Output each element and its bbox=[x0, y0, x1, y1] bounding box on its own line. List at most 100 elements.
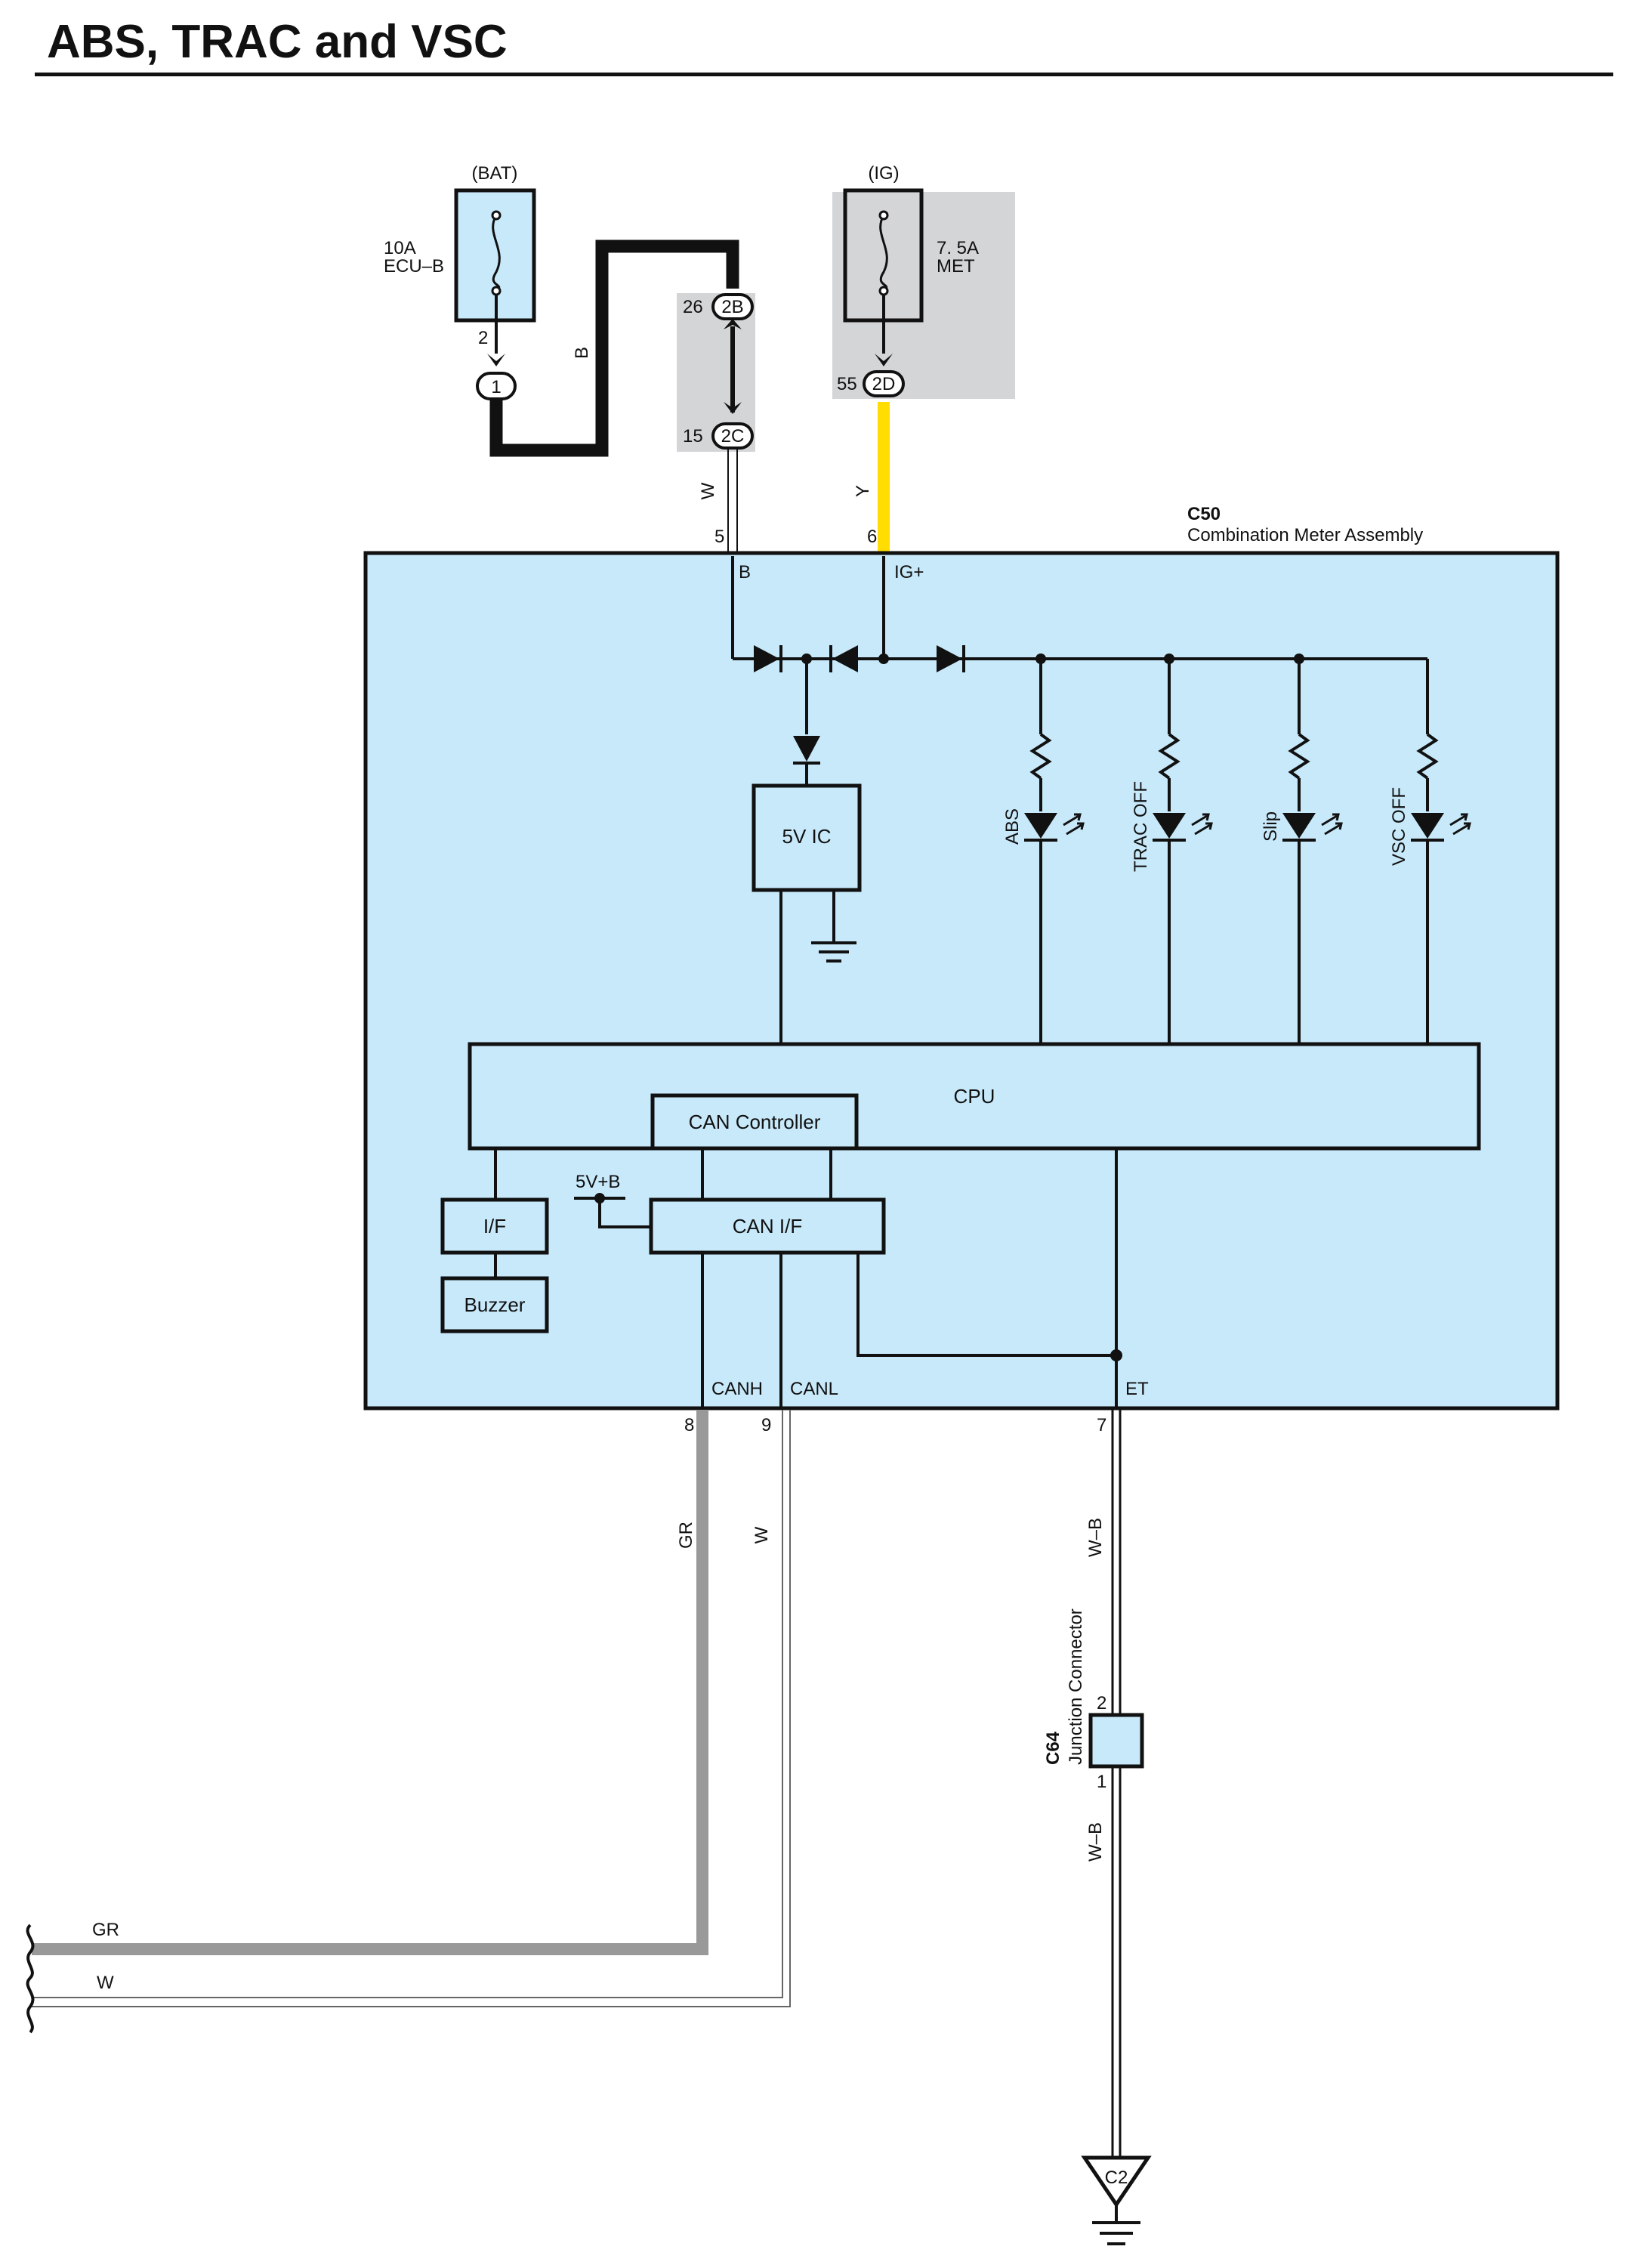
cpu bbox=[468, 1042, 1481, 1151]
connector-2d-label: 2D bbox=[872, 374, 896, 394]
buzzer-label: Buzzer bbox=[464, 1293, 526, 1316]
fuse-ecu-b: (BAT) 10A ECU–B bbox=[384, 163, 536, 323]
light-emission-icon bbox=[1452, 822, 1471, 836]
fuse-pin-label: 2 bbox=[478, 328, 488, 348]
arrow-down-icon bbox=[724, 402, 742, 414]
fuse-icon bbox=[879, 215, 888, 292]
if-label: I/F bbox=[483, 1215, 506, 1238]
led-icon bbox=[1282, 813, 1316, 839]
wire-et-color: W–B bbox=[1085, 1518, 1106, 1557]
meter-code: C50 bbox=[1187, 504, 1221, 524]
5v-ic bbox=[752, 783, 862, 892]
terminal-canh: CANH bbox=[711, 1379, 763, 1399]
fuse-met: 7. 5A MET bbox=[843, 188, 979, 323]
fuse-name: MET bbox=[937, 256, 975, 277]
lamp-vsc-off: VSC OFF bbox=[1389, 659, 1471, 1044]
light-emission-icon bbox=[1324, 822, 1343, 836]
internal-bus-lines bbox=[701, 1148, 1118, 1408]
buzzer bbox=[440, 1276, 549, 1333]
lamp-label: ABS bbox=[1002, 808, 1023, 845]
can-controller-label: CAN Controller bbox=[689, 1111, 821, 1133]
lamp-trac-off: TRAC OFF bbox=[1131, 659, 1213, 1044]
resistor-icon bbox=[1029, 733, 1052, 780]
light-emission-icon bbox=[1191, 813, 1210, 827]
ground-icon bbox=[1092, 2205, 1140, 2245]
lamp-label: TRAC OFF bbox=[1131, 781, 1151, 872]
led-icon bbox=[1411, 813, 1444, 839]
wire-y bbox=[878, 402, 890, 553]
terminal-b: B bbox=[739, 562, 751, 582]
wire-canl-color-left: W bbox=[97, 1973, 114, 1993]
connector-2d bbox=[863, 370, 905, 397]
ground-code: C2 bbox=[1105, 2168, 1128, 2188]
c64-pin-top: 2 bbox=[1097, 1693, 1106, 1713]
pin-ig: 6 bbox=[867, 527, 877, 547]
terminal-et: ET bbox=[1125, 1379, 1149, 1399]
lamp-label: VSC OFF bbox=[1389, 787, 1409, 866]
if-block bbox=[440, 1197, 549, 1255]
connector-arrow-icon bbox=[487, 354, 505, 366]
led-icon bbox=[1153, 813, 1186, 839]
connector-1-label: 1 bbox=[491, 377, 501, 397]
resistor-icon bbox=[1158, 733, 1181, 780]
diode-icon bbox=[937, 645, 962, 672]
fuse-rating: 10A bbox=[384, 238, 416, 258]
meter-name: Combination Meter Assembly bbox=[1187, 525, 1423, 545]
light-emission-icon bbox=[1194, 822, 1213, 836]
resistor-icon bbox=[1416, 733, 1439, 780]
led-icon bbox=[1024, 813, 1057, 839]
wire-canh-color-left: GR bbox=[92, 1920, 119, 1940]
wire-canh bbox=[32, 1410, 708, 1955]
resistor-icon bbox=[1288, 733, 1310, 780]
5v-ic-label: 5V IC bbox=[782, 825, 831, 848]
diode-icon bbox=[793, 736, 820, 762]
wire-canl-color: W bbox=[752, 1526, 772, 1543]
ground-point-c2 bbox=[1081, 2155, 1152, 2208]
supply-label: 5V+B bbox=[576, 1172, 620, 1192]
pin-canh: 8 bbox=[684, 1415, 694, 1435]
diode-icon bbox=[832, 645, 858, 672]
fuse-name: ECU–B bbox=[384, 256, 444, 277]
pin-canl: 9 bbox=[761, 1415, 771, 1435]
break-icon bbox=[26, 1923, 35, 2034]
warning-lamps: ABS TRAC OFF Slip VSC OFF bbox=[1002, 659, 1471, 1044]
wire-b-color: B bbox=[572, 347, 592, 359]
wire-canh-color: GR bbox=[676, 1522, 696, 1549]
ground-icon bbox=[811, 941, 856, 963]
connector-2b-label: 2B bbox=[721, 297, 743, 317]
terminal-canl: CANL bbox=[790, 1379, 838, 1399]
connector-2c-label: 2C bbox=[721, 426, 745, 446]
arrow-up-icon bbox=[724, 319, 742, 329]
pin-et: 7 bbox=[1097, 1415, 1106, 1435]
wire-et bbox=[1111, 1410, 1122, 2158]
terminal-ig: IG+ bbox=[894, 562, 924, 582]
light-emission-icon bbox=[1449, 813, 1468, 827]
connector-2b-pin: 26 bbox=[683, 297, 703, 317]
can-if-label: CAN I/F bbox=[733, 1215, 802, 1238]
c64-pin-bottom: 1 bbox=[1097, 1772, 1106, 1792]
wire-ground-color: W–B bbox=[1085, 1822, 1106, 1862]
combination-meter-module bbox=[363, 551, 1560, 1411]
ig-label: (IG) bbox=[868, 163, 899, 184]
wire-canl bbox=[32, 1410, 791, 2007]
can-controller bbox=[650, 1093, 859, 1151]
connector-2d-pin: 55 bbox=[837, 374, 857, 394]
page-title: ABS, TRAC and VSC bbox=[47, 16, 508, 68]
wire-y-color: Y bbox=[853, 485, 873, 497]
junction-connector-c64 bbox=[1088, 1713, 1144, 1769]
light-emission-icon bbox=[1063, 813, 1082, 827]
fuse-rating: 7. 5A bbox=[937, 238, 979, 258]
cpu-label: CPU bbox=[954, 1085, 995, 1108]
fuse-icon bbox=[492, 215, 501, 292]
bat-label: (BAT) bbox=[472, 163, 518, 184]
c64-code: C64 bbox=[1043, 1731, 1063, 1765]
pin-b: 5 bbox=[714, 527, 724, 547]
wire-b bbox=[489, 239, 739, 457]
connector-arrow-icon bbox=[875, 354, 893, 366]
wire-w-color: W bbox=[698, 482, 718, 499]
lamp-abs: ABS bbox=[1002, 659, 1085, 1044]
lamp-label: Slip bbox=[1261, 811, 1281, 842]
connector-2c bbox=[711, 422, 754, 450]
